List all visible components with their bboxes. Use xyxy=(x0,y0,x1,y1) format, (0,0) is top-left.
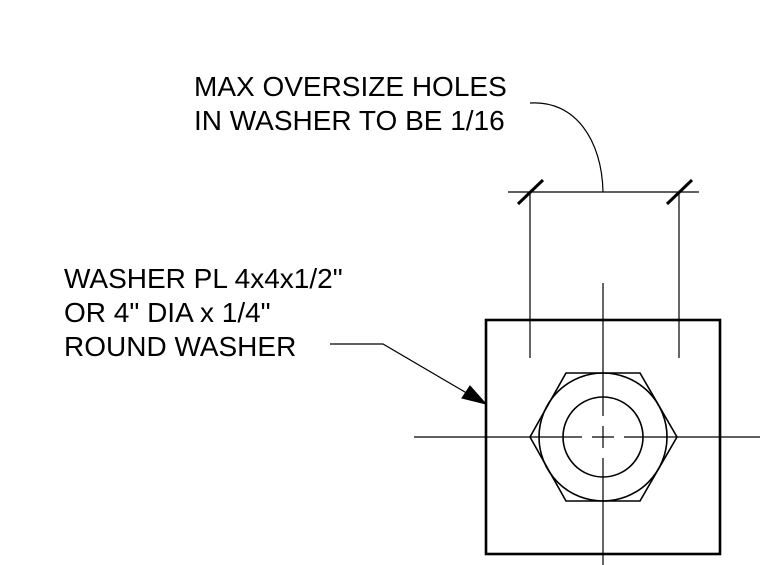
washer-note-line-2: OR 4" DIA x 1/4" xyxy=(64,297,271,328)
washer-leader-line xyxy=(330,343,471,396)
oversize-note-line-2: IN WASHER TO BE 1/16 xyxy=(194,105,505,136)
oversize-leader-line xyxy=(529,102,604,193)
washer-leader-arrowhead xyxy=(461,385,488,405)
oversize-note-line-1: MAX OVERSIZE HOLES xyxy=(194,71,507,102)
washer-note-line-1: WASHER PL 4x4x1/2" xyxy=(64,263,343,294)
washer-note-line-3: ROUND WASHER xyxy=(64,331,296,362)
